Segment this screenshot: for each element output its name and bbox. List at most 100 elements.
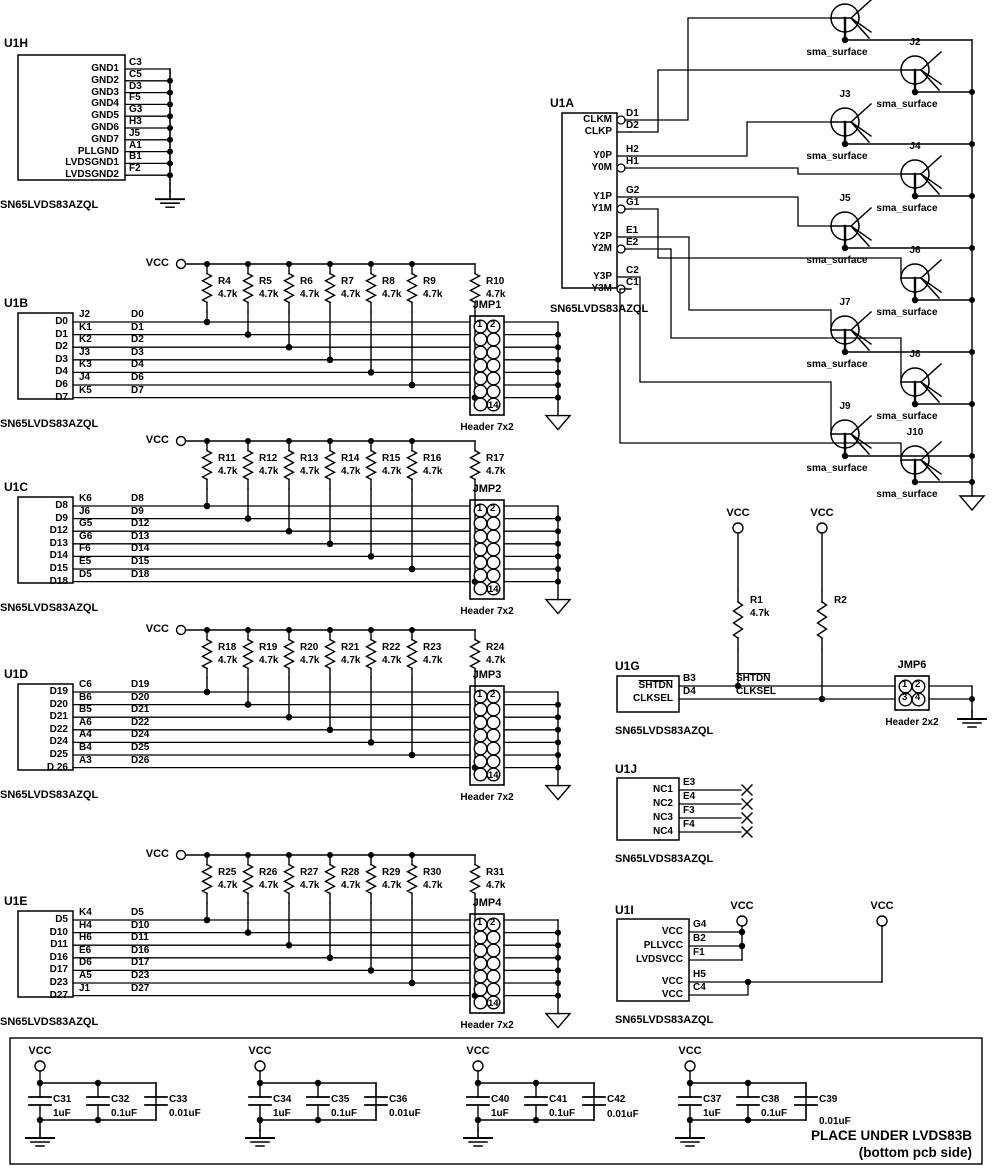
u1g-ref: U1G [615, 659, 640, 673]
u1c-res-4-body [365, 449, 377, 481]
sma-ref-j9: J9 [839, 401, 851, 412]
u1b-jmp-pin [473, 345, 488, 360]
decap-dot-t0-1 [256, 1079, 264, 1087]
u1b-res-dot-2 [285, 343, 293, 351]
u1e-res-1-body [242, 863, 254, 895]
u1c-jmp-type: Header 7x2 [460, 606, 514, 617]
u1h-pin-num-9: F2 [129, 163, 141, 175]
decap-dot-b1-1 [314, 1116, 322, 1124]
u1b-jmp-outline [469, 315, 505, 416]
decap-val-2-2: 0.01uF [607, 1109, 639, 1120]
u1e-jmp-type: Header 7x2 [460, 1020, 514, 1031]
u1e-res-ref-2: R27 [300, 867, 319, 878]
sma-j8-arm2 [919, 380, 943, 398]
sma-j10-arm2 [919, 458, 943, 476]
u1c-jmp-pin14: 14 [488, 584, 499, 595]
u1b-res-ref-4: R8 [382, 276, 395, 287]
u1g-vcc-2-circle [816, 522, 828, 534]
u1d-pin-name-6: D 26 [46, 761, 68, 773]
u1c-res-dot-5 [408, 565, 416, 573]
u1b-res-ref-1: R5 [259, 276, 272, 287]
u1d-res-ref-6: R24 [486, 642, 505, 653]
u1d-res-val-1: 4.7k [259, 655, 279, 666]
u1c-pin-num-6: D5 [79, 568, 92, 580]
u1d-res-1-body [242, 638, 254, 670]
u1c-jmp-pin [486, 568, 501, 583]
sma-label-j8: sma_surface [876, 411, 938, 422]
u1c-res-5-body [406, 449, 418, 481]
u1b-jmp-ref: JMP1 [472, 299, 502, 311]
u1a-pin-name-9: Y3M [591, 283, 612, 294]
u1e-net-3: D16 [131, 944, 150, 956]
u1c-part: SN65LVDS83AZQL [0, 602, 99, 614]
sma-label-j5: sma_surface [806, 255, 868, 266]
u1c-res-ref-0: R11 [218, 453, 236, 464]
decap-val-1-2: 0.01uF [389, 1108, 421, 1119]
u1d-jmp-pin14: 14 [488, 770, 499, 781]
u1g-jmp6-pin [911, 692, 926, 707]
u1d-ground [544, 784, 572, 801]
sma-ref-j4: J4 [909, 141, 921, 152]
u1a-pin-name-1: CLKP [584, 126, 612, 137]
u1h-pin-num-7: A1 [129, 139, 142, 151]
u1a-pin-num-2: H2 [626, 144, 639, 155]
u1e-jmp-pin [486, 982, 501, 997]
u1j-body [616, 777, 680, 841]
u1d-res-2-body [283, 638, 295, 670]
decap-dot-b1-2 [532, 1116, 540, 1124]
u1b-jmp-pin [486, 397, 501, 412]
decoupling-frame [9, 1037, 983, 1165]
u1h-pin-num-8: B1 [129, 151, 142, 163]
u1b-res-dot-5 [408, 381, 416, 389]
u1d-res-dot-1 [244, 701, 252, 708]
sma-ref-j5: J5 [839, 193, 851, 204]
u1g-r2-body [816, 601, 828, 639]
u1g-vcc-1-label: VCC [726, 507, 750, 519]
u1b-pin-name-4: D4 [55, 366, 68, 378]
u1h-pin-name-0: GND1 [91, 63, 119, 74]
u1a-pin-bubble-0 [616, 115, 626, 125]
u1e-jmp-pin14: 14 [488, 998, 499, 1009]
u1c-pin-num-2: G5 [79, 518, 93, 530]
u1d-res-val-2: 4.7k [300, 655, 320, 666]
u1h-pin-num-3: F5 [129, 92, 141, 104]
sma-j8-arm1 [919, 362, 943, 384]
u1c-res-0-body [201, 449, 213, 481]
u1c-ref: U1C [4, 480, 29, 494]
u1c-net-3: D13 [131, 530, 150, 542]
sma-j9-arm1 [849, 414, 873, 436]
u1c-jmp-pin [473, 555, 488, 570]
u1d-pin-num-2: B5 [79, 704, 92, 716]
u1d-net-6: D26 [131, 754, 150, 766]
u1i-pin-num-3: H5 [693, 969, 706, 980]
u1e-pin-name-2: D11 [50, 939, 68, 951]
u1c-jmp-outline [469, 499, 505, 600]
u1e-pin-name-5: D23 [49, 977, 68, 988]
u1d-pin-name-1: D20 [49, 698, 68, 710]
u1i-pin-num-1: B2 [693, 933, 706, 944]
sma-label-j9: sma_surface [806, 463, 868, 474]
u1a-net-9 [619, 288, 902, 461]
u1b-jmp-pin [473, 384, 488, 399]
sma-j8-arm3 [919, 380, 941, 404]
u1h-pin-name-4: GND5 [91, 110, 119, 122]
decap-dot-t1-3 [744, 1079, 752, 1087]
sma-gnd-dot-3 [969, 193, 975, 199]
u1c-res-val-5: 4.7k [423, 466, 443, 477]
decap-dot-t1-2 [532, 1079, 540, 1087]
u1c-pin-name-5: D15 [49, 563, 68, 574]
u1b-pin-num-2: K2 [79, 334, 92, 346]
u1d-res-ref-4: R22 [382, 642, 401, 653]
sma-ref-j10: J10 [906, 427, 924, 438]
u1b-res-val-2: 4.7k [300, 289, 320, 300]
u1b-ground [544, 414, 572, 431]
u1a-pin-name-6: Y2P [593, 231, 612, 242]
sma-ref-j6: J6 [909, 245, 921, 256]
u1b-net-1: D1 [131, 321, 144, 333]
u1c-res-1-body [242, 449, 254, 481]
decap-vcc-0-circle [34, 1060, 46, 1072]
u1e-jmp-pin2: 2 [490, 917, 496, 928]
decap-ref-1-2: C36 [389, 1094, 408, 1105]
u1i-pin-name-0: VCC [661, 926, 683, 937]
u1e-jmp-pin [486, 969, 501, 984]
